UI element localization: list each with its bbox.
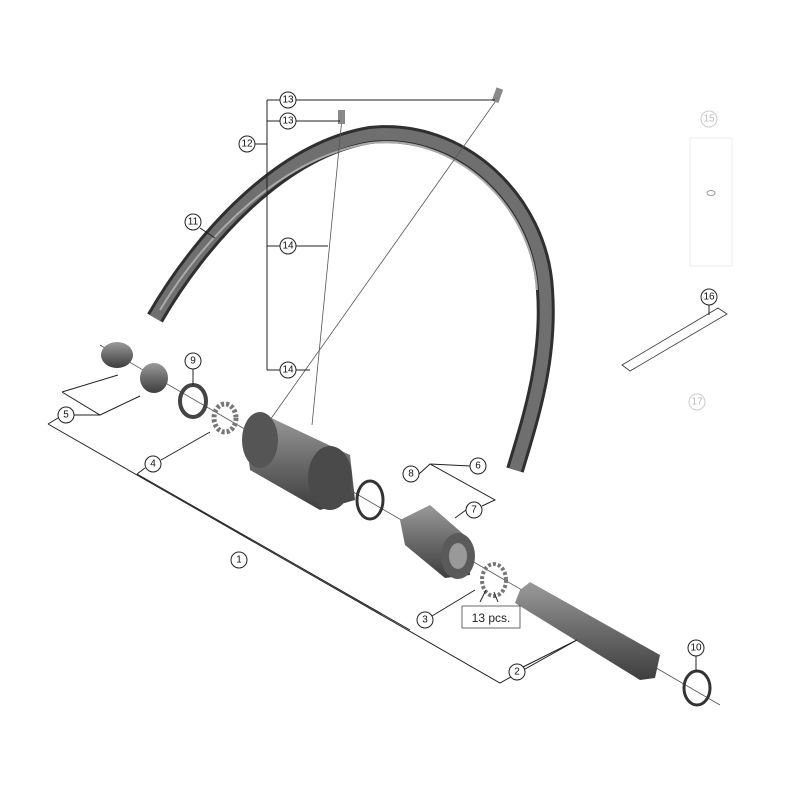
nipple xyxy=(338,110,345,124)
callout-11: 11 xyxy=(184,213,202,231)
callout-circle xyxy=(416,611,434,629)
callout-15: 15 xyxy=(700,110,718,128)
hub-axle xyxy=(515,582,660,680)
callout-number: 1 xyxy=(236,555,242,566)
callout-number: 3 xyxy=(422,615,428,626)
callout-number: 17 xyxy=(691,397,703,408)
callout-number: 15 xyxy=(703,114,715,125)
callout-circle xyxy=(184,213,202,231)
callout-number: 11 xyxy=(188,217,199,228)
callout-5: 5 xyxy=(57,406,75,424)
callout-14: 14 xyxy=(279,237,297,255)
spoke xyxy=(269,94,501,421)
callout-4: 4 xyxy=(144,455,162,473)
callout-13: 13 xyxy=(279,91,297,109)
o-ring-8 xyxy=(355,479,385,521)
callout-17: 17 xyxy=(688,393,706,411)
callout-circle xyxy=(687,639,705,657)
callout-circle xyxy=(279,361,297,379)
callout-8: 8 xyxy=(402,465,420,483)
callout-13b: 13 xyxy=(279,112,297,130)
callout-circle xyxy=(465,501,483,519)
spoke xyxy=(311,117,343,426)
callout-3: 3 xyxy=(416,611,434,629)
freehub-body xyxy=(400,505,475,579)
callout-circle xyxy=(700,288,718,306)
nipple xyxy=(491,87,504,103)
callout-circle xyxy=(508,663,526,681)
callout-number: 13 xyxy=(282,116,294,127)
callout-6: 6 xyxy=(469,457,487,475)
leader-lines xyxy=(47,99,710,684)
hub-body xyxy=(242,412,355,510)
callout-9: 9 xyxy=(184,352,202,370)
o-ring-10 xyxy=(682,669,712,707)
callout-number: 6 xyxy=(475,461,481,472)
callout-circle xyxy=(184,352,202,370)
callout-number: 7 xyxy=(471,505,477,516)
callout-number: 9 xyxy=(190,356,196,367)
lock-nut xyxy=(140,363,168,393)
callout-circle xyxy=(57,406,75,424)
callout-14b: 14 xyxy=(279,361,297,379)
quantity-note: 13 pcs. xyxy=(472,611,511,625)
callout-7: 7 xyxy=(465,501,483,519)
end-cap xyxy=(101,342,133,368)
callout-12: 12 xyxy=(238,135,256,153)
callout-number: 16 xyxy=(703,292,715,303)
quantity-note-box: 13 pcs. xyxy=(461,605,521,629)
callout-number: 2 xyxy=(514,667,520,678)
card-hole xyxy=(706,190,716,196)
callout-number: 14 xyxy=(282,365,294,376)
callout-number: 13 xyxy=(282,95,294,106)
bearing xyxy=(211,401,239,435)
callout-2: 2 xyxy=(508,663,526,681)
callout-circle xyxy=(469,457,487,475)
callout-circle xyxy=(279,237,297,255)
rim-tape xyxy=(621,307,728,372)
callout-number: 4 xyxy=(150,459,156,470)
callout-circle xyxy=(238,135,256,153)
callout-circle xyxy=(402,465,420,483)
callout-number: 8 xyxy=(408,469,414,480)
steel-balls xyxy=(480,562,508,598)
callout-circle xyxy=(700,110,718,128)
callout-circle xyxy=(279,112,297,130)
callout-number: 5 xyxy=(63,410,69,421)
callout-circle xyxy=(230,551,248,569)
callout-circle xyxy=(144,455,162,473)
callout-circle xyxy=(688,393,706,411)
instruction-card xyxy=(689,137,733,267)
callout-number: 10 xyxy=(690,643,702,654)
callout-number: 14 xyxy=(282,241,294,252)
callout-10: 10 xyxy=(687,639,705,657)
callout-16: 16 xyxy=(700,288,718,306)
callout-circle xyxy=(279,91,297,109)
ring-9 xyxy=(178,383,208,419)
rim xyxy=(147,125,555,473)
callout-number: 12 xyxy=(241,139,253,150)
callout-1: 1 xyxy=(230,551,248,569)
